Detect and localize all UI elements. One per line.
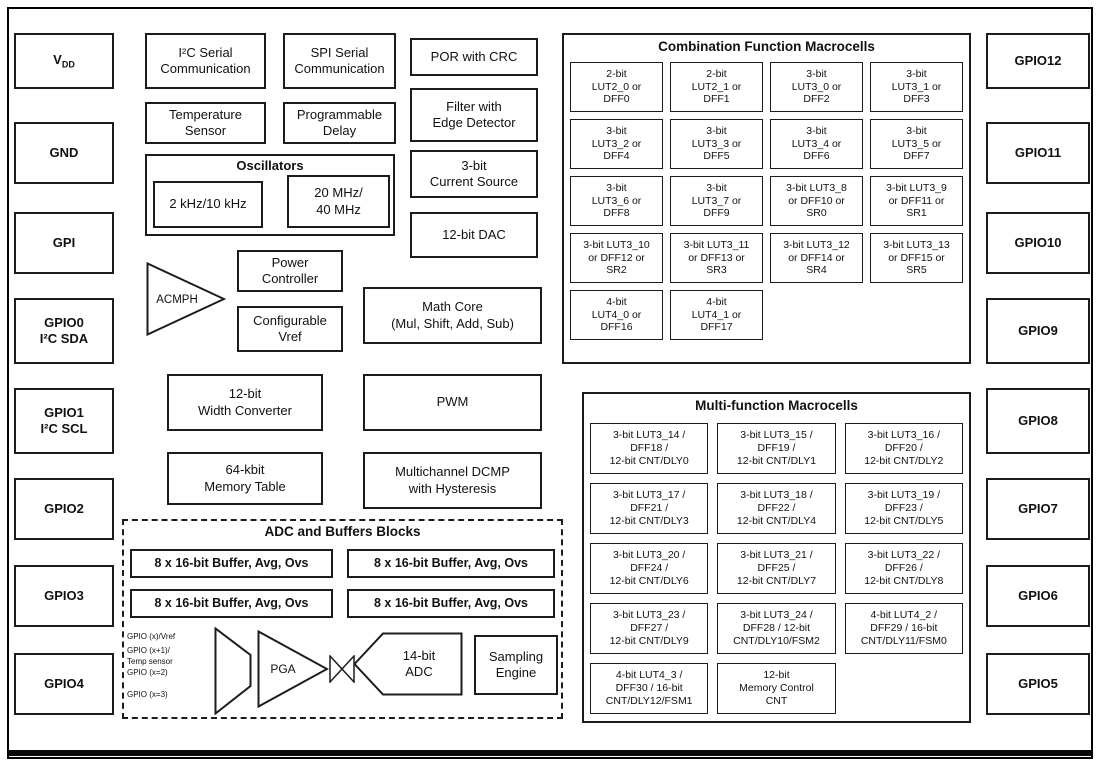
block-temperature-sensor: Temperature Sensor [145,102,266,144]
block-por-crc: POR with CRC [410,38,538,76]
macrocell: 3-bit LUT3_7 or DFF9 [670,176,763,226]
block-memory-table: 64-kbit Memory Table [167,452,323,505]
macrocell: 3-bit LUT3_15 / DFF19 / 12-bit CNT/DLY1 [717,423,836,474]
block-programmable-delay: Programmable Delay [283,102,396,144]
diagram-border [7,7,1093,759]
pin-gpi: GPI [14,212,114,274]
pin-vdd-label: VDD [53,51,75,70]
acmph-label: ACMPH [156,294,198,306]
pin-gpio6: GPIO6 [986,565,1090,627]
macrocell: 3-bit LUT3_3 or DFF5 [670,119,763,169]
macrocell: 3-bit LUT3_16 / DFF20 / 12-bit CNT/DLY2 [844,423,963,474]
macrocell: 3-bit LUT3_9 or DFF11 or SR1 [870,176,963,226]
macrocell: 4-bit LUT4_2 / DFF29 / 16-bit CNT/DLY11/… [844,603,963,654]
macrocell: 12-bit Memory Control CNT [717,663,836,714]
block-math-core: Math Core (Mul, Shift, Add, Sub) [363,287,542,344]
macrocell: 3-bit LUT3_4 or DFF6 [770,119,863,169]
block-pwm: PWM [363,374,542,431]
macrocell: 3-bit LUT3_21 / DFF25 / 12-bit CNT/DLY7 [717,543,836,594]
pin-gpio5: GPIO5 [986,653,1090,715]
macrocell: 3-bit LUT3_19 / DFF23 / 12-bit CNT/DLY5 [844,483,963,534]
macrocell: 3-bit LUT3_10 or DFF12 or SR2 [570,233,663,283]
combination-macrocells-title: Combination Function Macrocells [658,39,875,54]
block-current-source: 3-bit Current Source [410,150,538,198]
macrocell: 3-bit LUT3_17 / DFF21 / 12-bit CNT/DLY3 [590,483,709,534]
oscillators-title: Oscillators [236,158,304,173]
block-oscillator-low: 2 kHz/10 kHz [153,181,263,228]
pin-gpio2: GPIO2 [14,478,114,540]
macrocell: 3-bit LUT3_14 / DFF18 / 12-bit CNT/DLY0 [590,423,709,474]
bowtie-connector [329,655,355,683]
adc-input-label: GPIO (x=2) [127,668,168,677]
block-spi-serial: SPI Serial Communication [283,33,396,89]
block-configurable-vref: Configurable Vref [237,306,343,352]
macrocell: 3-bit LUT3_8 or DFF10 or SR0 [770,176,863,226]
macrocell: 3-bit LUT3_22 / DFF26 / 12-bit CNT/DLY8 [844,543,963,594]
macrocell: 4-bit LUT4_3 / DFF30 / 16-bit CNT/DLY12/… [590,663,709,714]
bottom-bar [9,750,1091,756]
block-sampling-engine: Sampling Engine [474,635,558,695]
macrocell: 3-bit LUT3_20 / DFF24 / 12-bit CNT/DLY6 [590,543,709,594]
macrocell: 3-bit LUT3_1 or DFF3 [870,62,963,112]
block-oscillator-high: 20 MHz/ 40 MHz [287,175,390,228]
adc-buffers-title: ADC and Buffers Blocks [264,524,421,539]
buffer-block: 8 x 16-bit Buffer, Avg, Ovs [130,549,333,578]
macrocell: 3-bit LUT3_24 / DFF28 / 12-bit CNT/DLY10… [717,603,836,654]
macrocell: 4-bit LUT4_0 or DFF16 [570,290,663,340]
macrocell: 4-bit LUT4_1 or DFF17 [670,290,763,340]
block-i2c-serial: I²C Serial Communication [145,33,266,89]
pin-vdd: VDD [14,33,114,89]
pin-gpio1-i2c-scl: GPIO1 I²C SCL [14,388,114,454]
pin-gpio0-i2c-sda: GPIO0 I²C SDA [14,298,114,364]
buffer-block: 8 x 16-bit Buffer, Avg, Ovs [347,549,555,578]
macrocell: 2-bit LUT2_1 or DFF1 [670,62,763,112]
buffer-block: 8 x 16-bit Buffer, Avg, Ovs [347,589,555,618]
pga-triangle: PGA [257,630,329,708]
block-dcmp: Multichannel DCMP with Hysteresis [363,452,542,509]
pin-gpio9: GPIO9 [986,298,1090,364]
block-dac: 12-bit DAC [410,212,538,258]
macrocell: 3-bit LUT3_11 or DFF13 or SR3 [670,233,763,283]
pin-gnd: GND [14,122,114,184]
block-power-controller: Power Controller [237,250,343,292]
macrocell: 3-bit LUT3_6 or DFF8 [570,176,663,226]
pin-gpio10: GPIO10 [986,212,1090,274]
pin-gpio8: GPIO8 [986,388,1090,454]
buffer-block: 8 x 16-bit Buffer, Avg, Ovs [130,589,333,618]
block-filter-edge-detector: Filter with Edge Detector [410,88,538,142]
analog-mux-shape [214,627,252,715]
macrocell: 3-bit LUT3_23 / DFF27 / 12-bit CNT/DLY9 [590,603,709,654]
adc-input-label: GPIO (x+1)/ [127,646,170,655]
macrocell: 3-bit LUT3_5 or DFF7 [870,119,963,169]
adc-input-label: Temp sensor [127,657,173,666]
macrocell: 2-bit LUT2_0 or DFF0 [570,62,663,112]
adc-arrow-shape: 14-bit ADC [353,632,463,696]
adc-input-label: GPIO (x)/Vref [127,632,176,641]
pin-gpio3: GPIO3 [14,565,114,627]
macrocell: 3-bit LUT3_12 or DFF14 or SR4 [770,233,863,283]
adc-input-label: GPIO (x=3) [127,690,168,699]
multi-function-macrocells-title: Multi-function Macrocells [695,398,858,413]
acmph-comparator: ACMPH [146,262,226,336]
macrocell: 3-bit LUT3_13 or DFF15 or SR5 [870,233,963,283]
macrocell: 3-bit LUT3_2 or DFF4 [570,119,663,169]
pin-gpio11: GPIO11 [986,122,1090,184]
adc-label: 14-bit ADC [402,648,436,679]
macrocell: 3-bit LUT3_0 or DFF2 [770,62,863,112]
pga-label: PGA [270,662,295,676]
block-width-converter: 12-bit Width Converter [167,374,323,431]
pin-gpio4: GPIO4 [14,653,114,715]
pin-gpio7: GPIO7 [986,478,1090,540]
macrocell: 3-bit LUT3_18 / DFF22 / 12-bit CNT/DLY4 [717,483,836,534]
pin-gpio12: GPIO12 [986,33,1090,89]
